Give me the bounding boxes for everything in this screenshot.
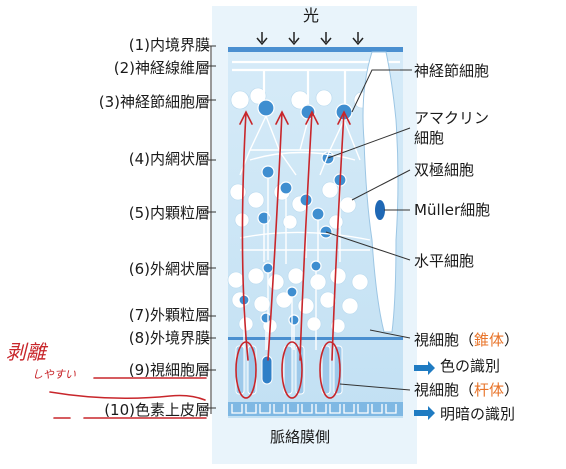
layer-label-5: (5)内顆粒層	[128, 204, 210, 222]
horizontal-cell-label: 水平細胞	[414, 252, 475, 270]
layer-label-3: (3)神経節細胞層	[98, 93, 210, 111]
cone-cell-label: 視細胞（錐体）	[414, 331, 520, 349]
layer-ruler	[206, 45, 216, 414]
inner-limiting-membrane	[228, 47, 403, 52]
rod-cell-label: 視細胞（杆体）	[414, 381, 520, 399]
layer-label-6: (6)外網状層	[128, 260, 210, 278]
pigment-cells	[231, 404, 397, 414]
layer-label-2: (2)神経線維層	[113, 59, 210, 77]
layer-label-1: (1)内境界膜	[128, 36, 210, 54]
photoreceptors	[235, 345, 343, 395]
layer-label-10: (10)色素上皮層	[104, 401, 210, 419]
muller-cell	[362, 51, 399, 333]
nuclei	[227, 87, 393, 334]
layer-label-7: (7)外顆粒層	[128, 306, 210, 324]
bipolar-cell-label: 双極細胞	[414, 161, 475, 179]
amacrine-cell-label-1: アマクリン	[414, 109, 490, 127]
handwritten-detach: 剥離	[6, 340, 46, 364]
choroid-side-label: 脈絡膜側	[270, 428, 331, 446]
muller-cell-label: Müller細胞	[414, 201, 491, 219]
layer-label-8: (8)外境界膜	[128, 329, 210, 347]
layer-label-4: (4)内網状層	[128, 150, 210, 168]
ganglion-cell-label: 神経節細胞	[414, 62, 490, 80]
handdrawn-arrows	[49, 110, 351, 419]
light-arrows	[256, 32, 364, 46]
light-label: 光	[303, 6, 320, 25]
blue-arrows	[414, 361, 435, 420]
amacrine-cell-label-2: 細胞	[414, 129, 445, 147]
layer-label-9: (9)視細胞層	[128, 361, 210, 379]
muller-nucleus	[375, 200, 385, 220]
rod-note-label: 明暗の識別	[440, 405, 516, 423]
handwritten-easy: しやすい	[32, 368, 76, 381]
cone-note-label: 色の識別	[440, 357, 501, 375]
